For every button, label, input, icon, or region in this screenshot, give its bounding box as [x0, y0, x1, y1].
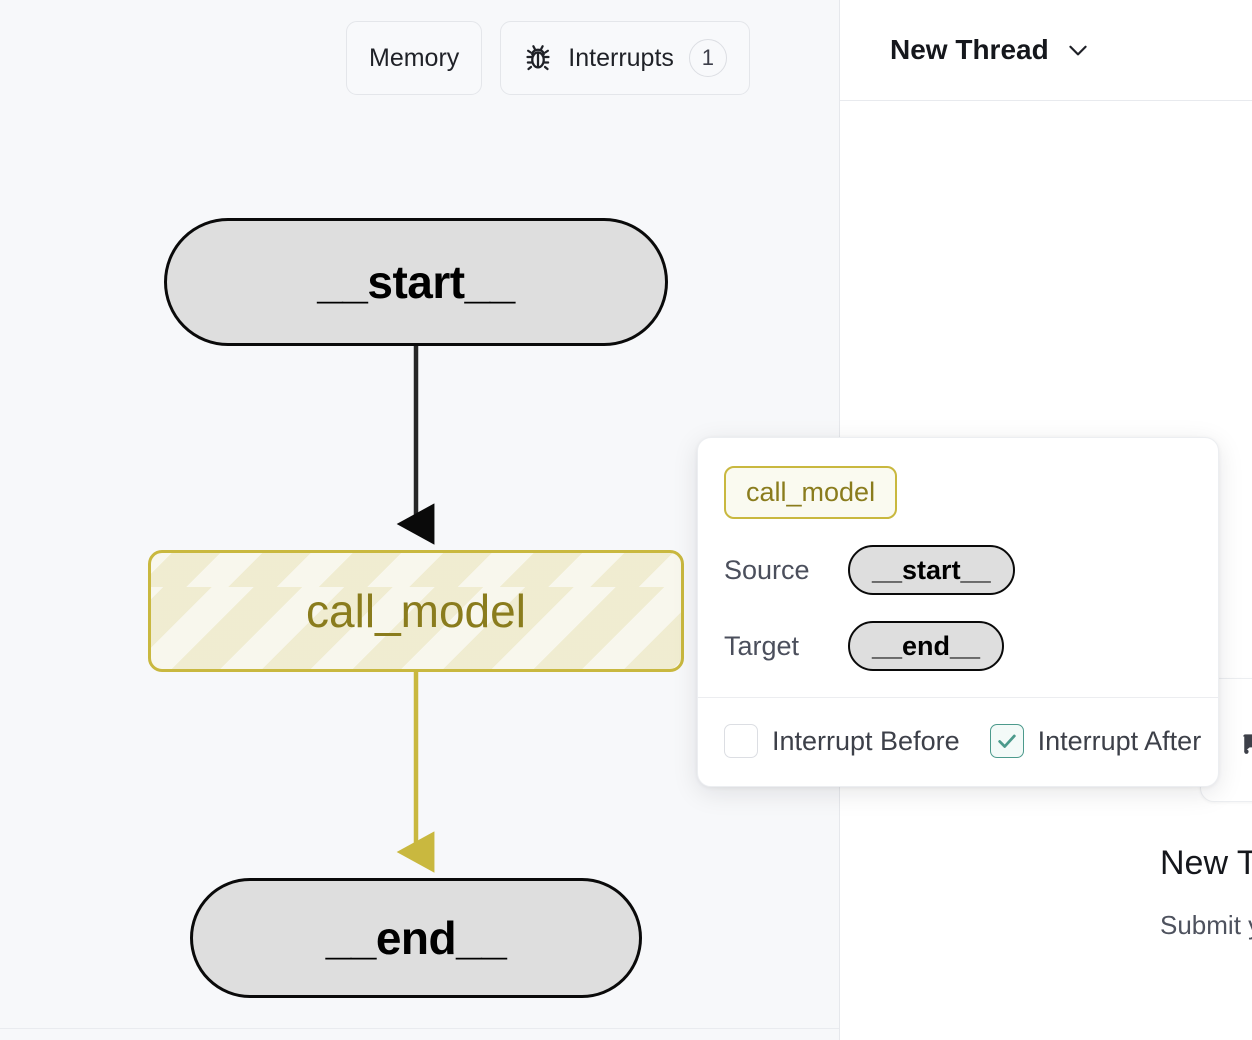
popover-node-badge[interactable]: call_model [724, 466, 898, 519]
node-details-popover: call_model Source __start__ Target __end… [697, 437, 1219, 787]
interrupts-count-badge: 1 [688, 39, 727, 77]
popover-source-value[interactable]: __start__ [848, 545, 1015, 595]
interrupt-after-checkbox[interactable] [989, 724, 1024, 758]
graph-node-call-model[interactable]: call_model [148, 550, 684, 672]
thread-title: New Thread [890, 34, 1049, 65]
interrupts-button[interactable]: Interrupts 1 [500, 21, 750, 95]
popover-source-row: Source __start__ [724, 545, 1192, 595]
bug-icon [523, 43, 553, 73]
interrupt-after-checkbox-group[interactable]: Interrupt After [989, 724, 1202, 758]
popover-source-label: Source [724, 554, 810, 585]
chevron-down-icon[interactable] [1065, 37, 1091, 63]
memory-button[interactable]: Memory [346, 21, 483, 95]
thread-empty-title: New T [1160, 844, 1252, 882]
thread-header: New Thread [840, 0, 1252, 101]
graph-node-end-label: __end__ [325, 912, 507, 964]
message-icon [1241, 730, 1252, 756]
graph-node-start-label: __start__ [317, 256, 515, 308]
memory-button-label: Memory [369, 43, 460, 72]
popover-target-value[interactable]: __end__ [848, 621, 1005, 671]
popover-footer: Interrupt Before Interrupt After [698, 697, 1218, 786]
interrupt-before-checkbox-group[interactable]: Interrupt Before [724, 724, 960, 758]
graph-node-call-model-label: call_model [306, 585, 526, 637]
interrupt-before-checkbox[interactable] [724, 724, 758, 758]
popover-target-label: Target [724, 630, 800, 661]
interrupt-after-label: Interrupt After [1037, 725, 1202, 756]
graph-node-end[interactable]: __end__ [190, 878, 642, 998]
interrupts-button-label: Interrupts [568, 43, 674, 72]
interrupt-before-label: Interrupt Before [772, 725, 960, 756]
graph-node-start[interactable]: __start__ [164, 218, 668, 346]
graph-toolbar: Memory Interrupts 1 [346, 21, 750, 95]
thread-empty-state: New T Submit your input [1160, 840, 1252, 941]
thread-empty-subtitle: Submit your input [1160, 909, 1252, 940]
popover-body: call_model Source __start__ Target __end… [698, 438, 1218, 697]
popover-target-row: Target __end__ [724, 621, 1192, 671]
thread-selector[interactable]: New Thread [890, 34, 1091, 66]
canvas-bottom-divider [0, 1028, 839, 1029]
